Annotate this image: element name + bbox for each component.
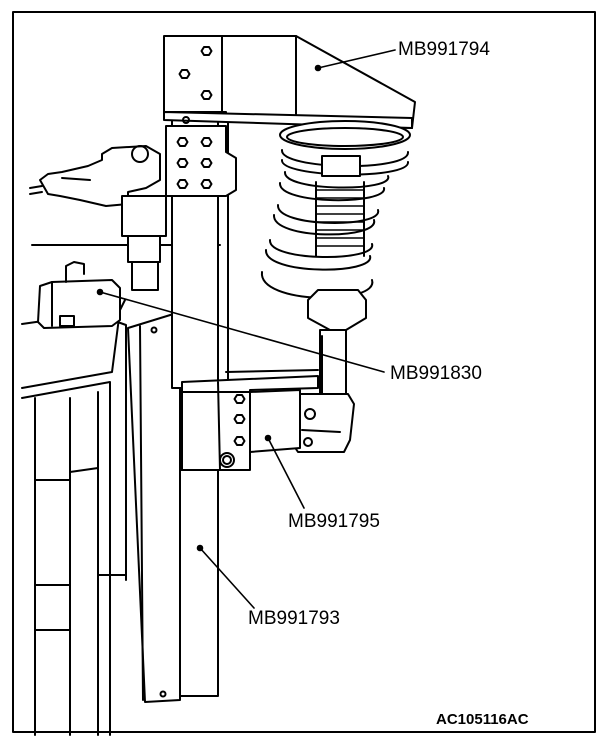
callout-label-mb991830: MB991830 xyxy=(390,363,482,384)
spring-compressor-top xyxy=(163,35,416,129)
callout-label-mb991793: MB991793 xyxy=(248,608,340,629)
stand-base xyxy=(127,311,219,703)
impact-wrench xyxy=(29,145,167,291)
callout-label-mb991794: MB991794 xyxy=(398,39,490,60)
leader-lines xyxy=(96,49,396,609)
coil-spring xyxy=(260,120,411,299)
strut-bracket xyxy=(181,369,319,471)
callout-label-mb991795: MB991795 xyxy=(288,511,380,532)
figure-id: AC105116AC xyxy=(436,711,529,728)
strut-assembly xyxy=(289,155,367,453)
upper-clamp xyxy=(165,116,237,197)
figure-frame xyxy=(12,11,596,733)
